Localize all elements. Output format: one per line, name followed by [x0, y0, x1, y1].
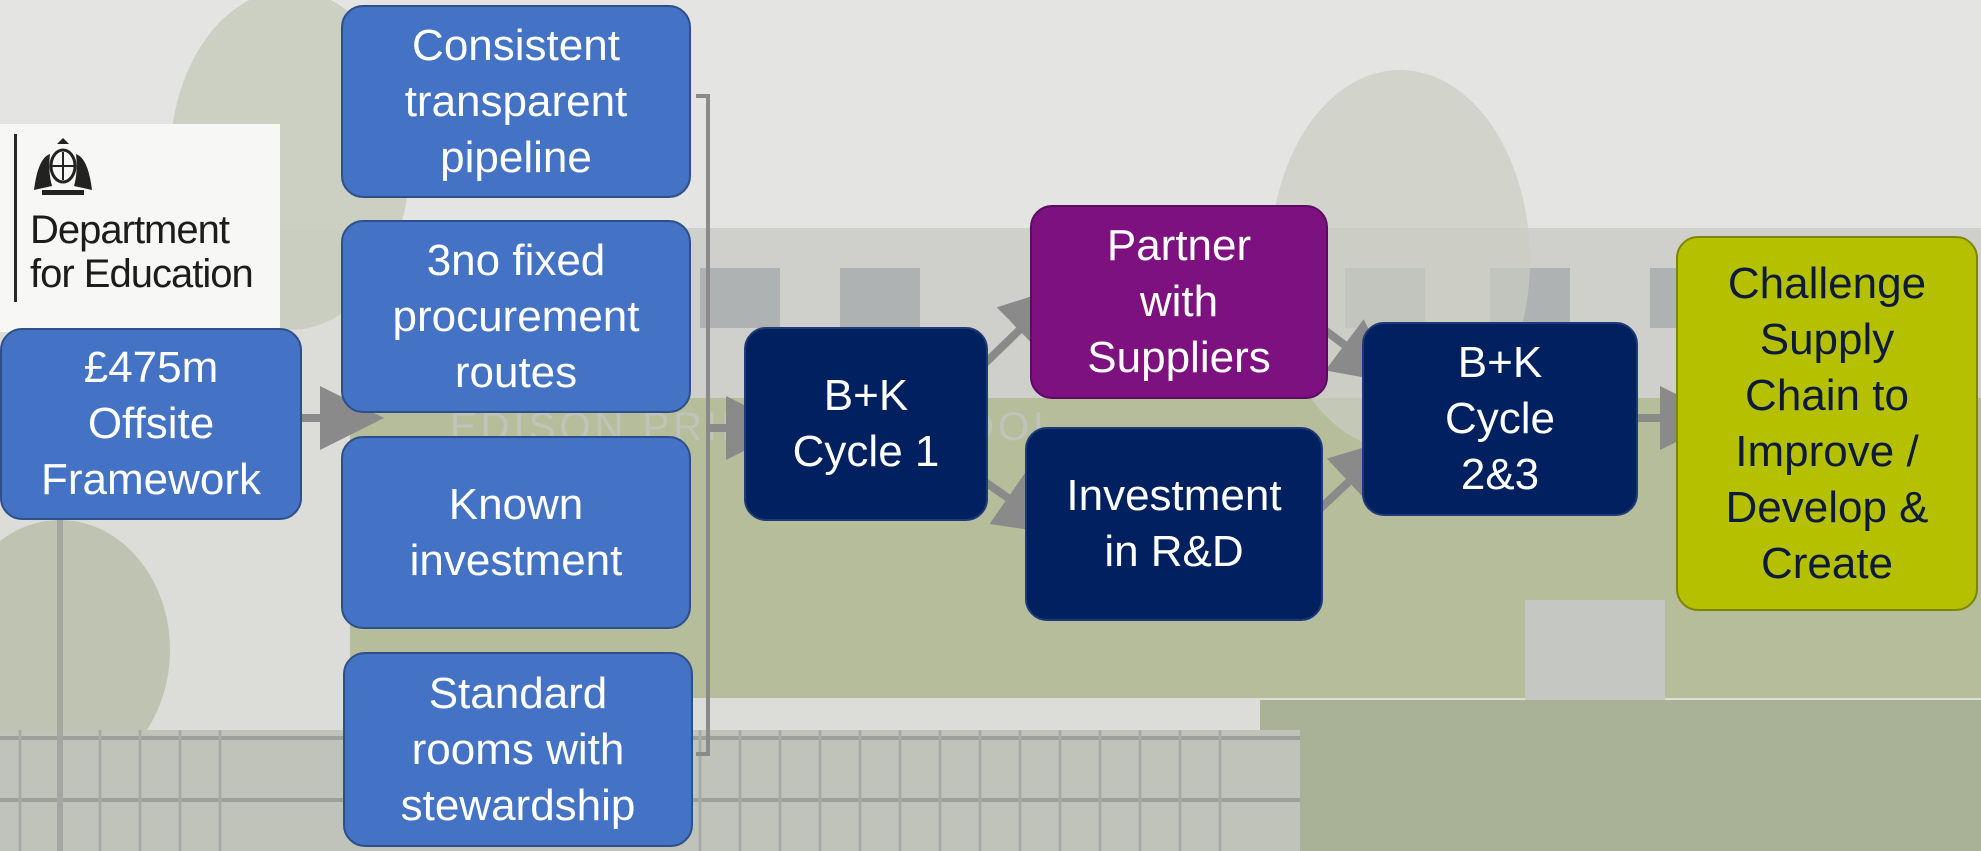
- framework-node: £475m Offsite Framework: [0, 328, 302, 520]
- pipeline-node: Consistent transparent pipeline: [341, 5, 691, 198]
- investment-label: Known investment: [409, 479, 623, 585]
- partner-label: Partner with Suppliers: [1087, 221, 1271, 382]
- cycle1-label: B+K Cycle 1: [792, 371, 940, 476]
- cycle1-node: B+K Cycle 1: [744, 327, 988, 521]
- rnd-label: Investment in R&D: [1066, 471, 1282, 576]
- benefits-bracket: [696, 94, 710, 756]
- cycle23-label: B+K Cycle 2&3: [1444, 338, 1556, 499]
- dfe-logo-text: Department for Education: [30, 208, 254, 296]
- procurement-node: 3no fixed procurement routes: [341, 220, 691, 413]
- cycle23-node: B+K Cycle 2&3: [1362, 322, 1638, 516]
- rooms-node: Standard rooms with stewardship: [343, 652, 693, 847]
- pipeline-label: Consistent transparent pipeline: [404, 20, 628, 182]
- logo-divider: [14, 134, 17, 302]
- rnd-node: Investment in R&D: [1025, 427, 1323, 621]
- procurement-label: 3no fixed procurement routes: [392, 235, 640, 397]
- royal-coat-of-arms-icon: [34, 138, 92, 195]
- dfe-logo: Department for Education: [0, 124, 280, 332]
- challenge-node: Challenge Supply Chain to Improve / Deve…: [1676, 236, 1978, 611]
- rooms-label: Standard rooms with stewardship: [400, 668, 636, 830]
- challenge-label: Challenge Supply Chain to Improve / Deve…: [1725, 258, 1929, 588]
- investment-node: Known investment: [341, 436, 691, 629]
- partner-node: Partner with Suppliers: [1030, 205, 1328, 399]
- framework-label: £475m Offsite Framework: [40, 343, 262, 504]
